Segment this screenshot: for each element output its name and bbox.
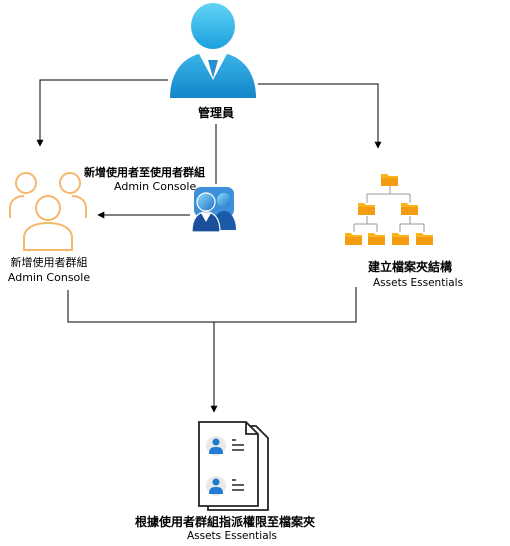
folders-label: 建立檔案夾結構	[368, 260, 453, 274]
assign-label: 根據使用者群組指派權限至檔案夾	[134, 515, 316, 529]
folders-tool: Assets Essentials	[373, 277, 464, 289]
permission-documents-icon	[198, 421, 269, 511]
admin-label: 管理員	[197, 106, 235, 120]
user-groups-tool: Admin Console	[7, 271, 91, 284]
folder-tree-icon	[345, 174, 433, 245]
assign-tool: Assets Essentials	[186, 530, 278, 542]
add-users-icon	[191, 187, 236, 233]
user-groups-label: 新增使用者群組	[10, 256, 88, 269]
arrow-admin-to-groups	[36, 79, 168, 147]
add-users-label: 新增使用者至使用者群組	[84, 166, 205, 179]
add-users-tool: Admin Console	[114, 180, 197, 193]
admin-person-icon	[170, 3, 256, 98]
line-groups-bottom	[67, 287, 357, 323]
users-group-icon	[9, 172, 87, 251]
arrow-admin-to-folders	[258, 83, 382, 149]
